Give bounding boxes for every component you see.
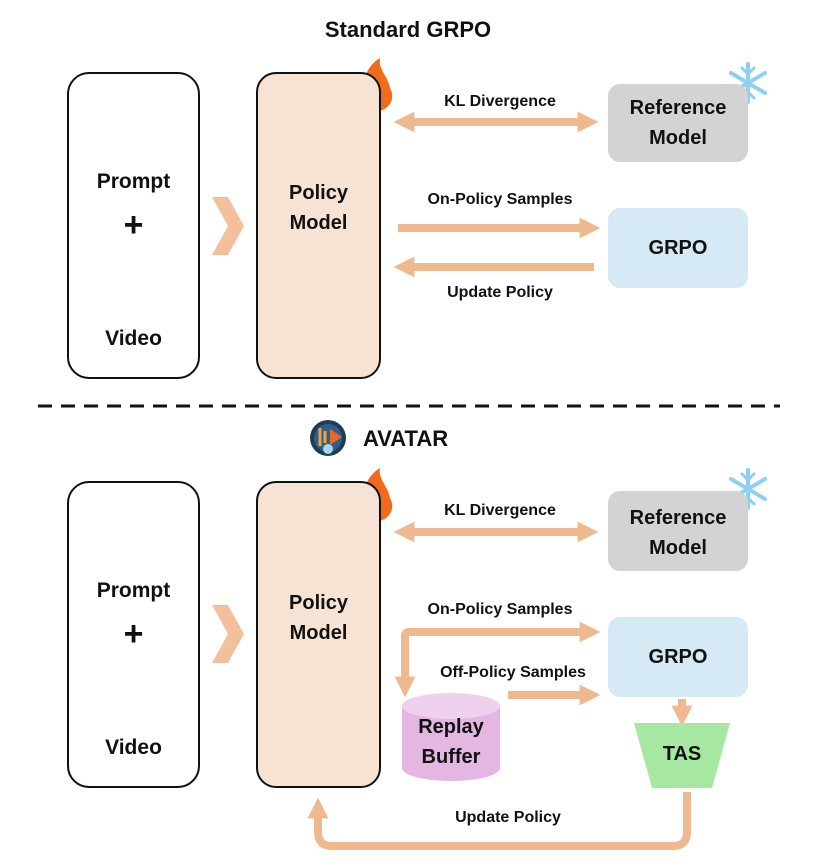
video-label: Video bbox=[105, 327, 162, 350]
replay-line2: Buffer bbox=[421, 746, 481, 768]
plus-sign: + bbox=[123, 615, 144, 653]
replay-buffer-cylinder bbox=[402, 693, 500, 781]
grpo-box-bottom bbox=[608, 617, 748, 697]
reference-line1: Reference bbox=[629, 97, 727, 119]
policy-line1: Policy bbox=[289, 592, 348, 614]
reference-model-label: Reference Model bbox=[608, 93, 748, 153]
input-chevron-bottom bbox=[212, 605, 244, 663]
policy-model-top bbox=[256, 72, 381, 379]
prompt-label: Prompt bbox=[96, 170, 171, 193]
update-policy-label: Update Policy bbox=[455, 809, 561, 826]
grpo-label-top: GRPO bbox=[648, 237, 708, 259]
policy-line1: Policy bbox=[289, 182, 348, 204]
kl-divergence-label: KL Divergence bbox=[444, 502, 556, 519]
prompt-label: Prompt bbox=[96, 579, 171, 602]
on-policy-arrow-bottom bbox=[394, 621, 601, 698]
replay-line1: Replay bbox=[418, 716, 484, 738]
input-box-top bbox=[67, 72, 200, 379]
input-box-bottom bbox=[67, 481, 200, 788]
policy-model-label: Policy Model bbox=[256, 588, 381, 648]
policy-line2: Model bbox=[289, 622, 348, 644]
avatar-title: AVATAR bbox=[363, 426, 449, 451]
off-policy-label: Off-Policy Samples bbox=[440, 664, 586, 681]
policy-model-label: Policy Model bbox=[256, 178, 381, 238]
input-chevron-top bbox=[212, 197, 244, 255]
avatar-logo-icon bbox=[310, 420, 346, 456]
tas-trapezoid bbox=[634, 723, 730, 788]
video-label: Video bbox=[105, 736, 162, 759]
kl-divergence-label: KL Divergence bbox=[444, 93, 556, 110]
grpo-box-top bbox=[608, 208, 748, 288]
plus-sign: + bbox=[123, 206, 144, 244]
reference-line2: Model bbox=[649, 537, 707, 559]
grpo-label-bottom: GRPO bbox=[648, 646, 708, 668]
reference-line2: Model bbox=[649, 127, 707, 149]
policy-line2: Model bbox=[289, 212, 348, 234]
snowflake-icon bbox=[729, 62, 767, 104]
on-policy-label: On-Policy Samples bbox=[427, 601, 573, 618]
tas-label: TAS bbox=[662, 743, 702, 765]
reference-line1: Reference bbox=[629, 507, 727, 529]
reference-model-top bbox=[608, 84, 748, 162]
update-policy-label: Update Policy bbox=[447, 284, 553, 301]
reference-model-bottom bbox=[608, 491, 748, 571]
on-policy-label: On-Policy Samples bbox=[427, 191, 573, 208]
top-title: Standard GRPO bbox=[324, 17, 492, 42]
reference-model-label: Reference Model bbox=[608, 503, 748, 563]
policy-model-bottom bbox=[256, 481, 381, 788]
update-policy-arrow-bottom bbox=[307, 792, 691, 850]
replay-buffer-label: Replay Buffer bbox=[402, 712, 500, 772]
